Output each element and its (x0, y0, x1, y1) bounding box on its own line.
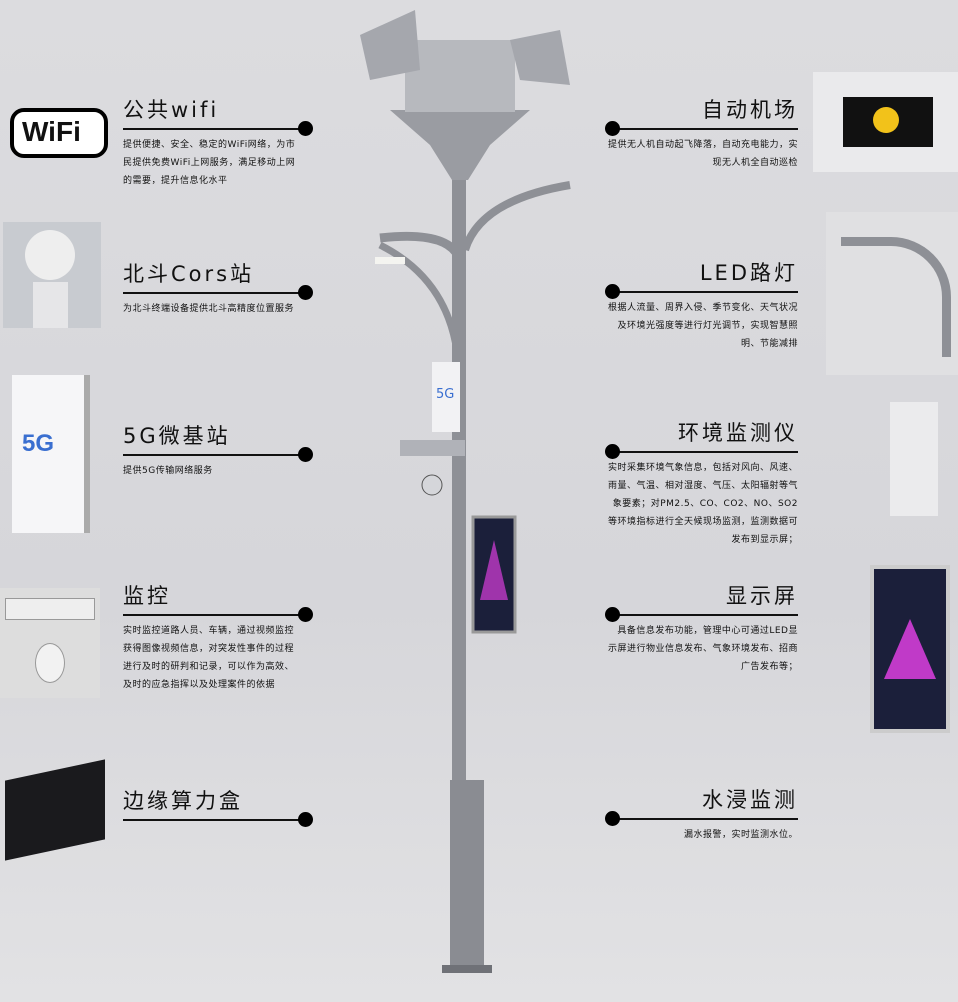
leader-line (605, 444, 798, 459)
leader-dot (298, 285, 313, 300)
wifi-logo: WiFi (10, 108, 108, 158)
feature-desc: 具备信息发布功能，管理中心可通过LED显示屏进行物业信息发布、气象环境发布、招商… (608, 626, 799, 672)
feature-title: 自动机场 (702, 98, 798, 122)
leader-dot (605, 444, 620, 459)
leader-line (123, 607, 313, 622)
5g-logo-on-pole: 5G (436, 387, 454, 402)
feature-title: 显示屏 (726, 584, 798, 608)
feature-5g-station: 5G微基站提供5G传输网络服务 (123, 422, 313, 480)
feature-desc: 实时监控道路人员、车辆，通过视频监控获得图像视频信息，对突发性事件的过程进行及时… (123, 626, 295, 690)
leader-dot (605, 607, 620, 622)
leader-dot (298, 812, 313, 827)
leader-dot (298, 121, 313, 136)
wifi-logo-text: WiFi (22, 116, 81, 147)
leader-dot (298, 607, 313, 622)
leader-line (123, 285, 313, 300)
led-streetlight-image (826, 212, 958, 375)
cors-antenna-image (3, 222, 101, 328)
feature-display-screen: 显示屏具备信息发布功能，管理中心可通过LED显示屏进行物业信息发布、气象环境发布… (605, 582, 799, 676)
feature-environment-monitor: 环境监测仪实时采集环境气象信息，包括对风向、风速、雨量、气温、相对湿度、气压、太… (605, 419, 799, 549)
feature-title: 公共wifi (123, 98, 220, 122)
feature-surveillance: 监控实时监控道路人员、车辆，通过视频监控获得图像视频信息，对突发性事件的过程进行… (123, 582, 313, 694)
feature-title: 环境监测仪 (678, 421, 798, 445)
leader-line (605, 121, 798, 136)
leader-line (123, 447, 313, 462)
feature-desc: 为北斗终端设备提供北斗高精度位置服务 (123, 304, 295, 314)
edge-computing-box-image (5, 759, 105, 861)
feature-flood-monitor: 水浸监测漏水报警，实时监测水位。 (605, 786, 798, 844)
environment-monitor-image (890, 402, 938, 516)
feature-wifi: 公共wifi 提供便捷、安全、稳定的WiFi网络，为市民提供免费WiFi上网服务，… (123, 96, 313, 190)
feature-title: LED路灯 (699, 261, 798, 285)
leader-line (605, 811, 798, 826)
leader-dot (605, 121, 620, 136)
feature-edge-box: 边缘算力盒 (123, 787, 313, 827)
leader-dot (298, 447, 313, 462)
feature-desc: 实时采集环境气象信息，包括对风向、风速、雨量、气温、相对湿度、气压、太阳辐射等气… (608, 463, 799, 545)
5g-base-station-image: 5G (12, 375, 90, 533)
leader-line (123, 121, 313, 136)
leader-dot (605, 811, 620, 826)
surveillance-camera-image (0, 588, 100, 698)
feature-desc: 提供无人机自动起飞降落，自动充电能力，实现无人机全自动巡检 (608, 140, 799, 168)
feature-led-light: LED路灯根据人流量、周界入侵、季节变化、天气状况及环境光强度等进行灯光调节，实… (605, 259, 799, 353)
feature-desc: 提供5G传输网络服务 (123, 466, 213, 476)
display-screen-image (870, 565, 950, 733)
leader-dot (605, 284, 620, 299)
leader-line (605, 607, 798, 622)
smart-pole-illustration: 5G (360, 10, 571, 973)
feature-desc: 漏水报警，实时监测水位。 (683, 830, 798, 840)
leader-line (123, 812, 313, 827)
feature-desc: 提供便捷、安全、稳定的WiFi网络，为市民提供免费WiFi上网服务，满足移动上网… (123, 140, 296, 186)
feature-title: 水浸监测 (702, 788, 798, 812)
feature-title: 边缘算力盒 (123, 789, 243, 813)
feature-beidou-cors: 北斗Cors站为北斗终端设备提供北斗高精度位置服务 (123, 260, 313, 318)
leader-line (605, 284, 798, 299)
feature-drone-hangar: 自动机场提供无人机自动起飞降落，自动充电能力，实现无人机全自动巡检 (605, 96, 799, 172)
feature-title: 监控 (123, 584, 171, 608)
feature-title: 北斗Cors站 (123, 262, 255, 286)
feature-title: 5G微基站 (123, 424, 231, 448)
feature-desc: 根据人流量、周界入侵、季节变化、天气状况及环境光强度等进行灯光调节，实现智慧照明… (608, 303, 799, 349)
drone-hangar-image (813, 72, 958, 172)
5g-logo: 5G (22, 430, 55, 457)
